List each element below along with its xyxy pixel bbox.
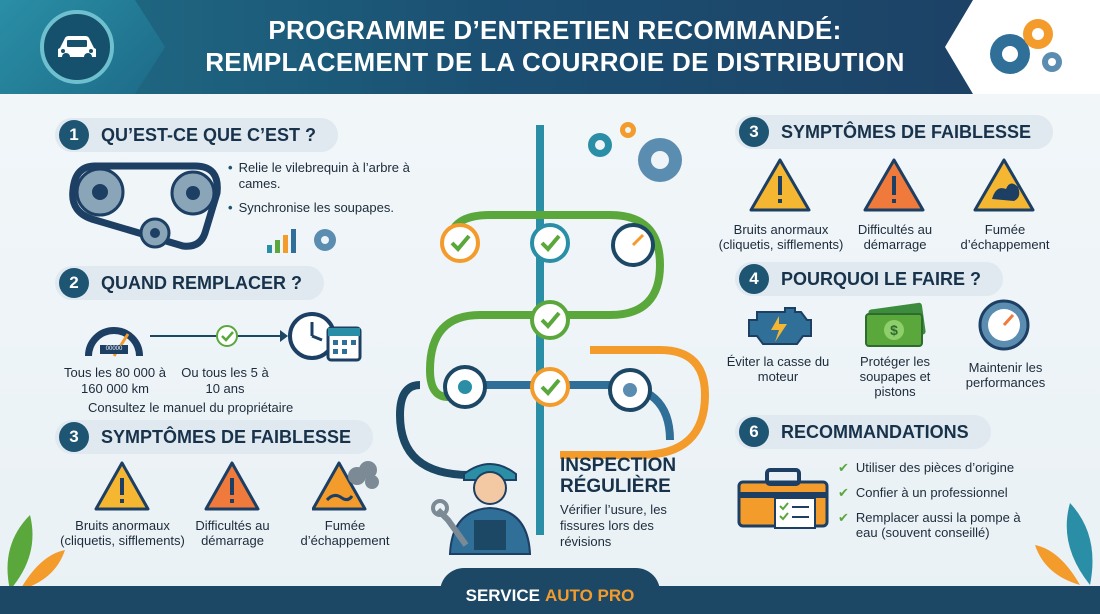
smoke-warning-icon (312, 461, 379, 511)
section-title: QUAND REMPLACER ? (101, 272, 302, 293)
list-item: ✔Utiliser des pièces d’origine (838, 460, 1015, 475)
page-title: PROGRAMME D’ENTRETIEN RECOMMANDÉ: REMPLA… (175, 14, 935, 78)
section-title: SYMPTÔMES DE FAIBLESSE (781, 121, 1032, 142)
section-title: QU’EST-CE QUE C’EST ? (101, 124, 317, 145)
km-interval: Tous les 80 000 à 160 000 km (64, 365, 166, 396)
leaf-decoration (1035, 503, 1093, 585)
benefit-label: Éviter la casse du moteur (726, 354, 830, 384)
section-title: RECOMMANDATIONS (781, 421, 969, 442)
gauge-icon (82, 312, 146, 365)
warning-icon (94, 461, 150, 511)
header-banner (0, 0, 1100, 94)
section-3-left-header: 3 SYMPTÔMES DE FAIBLESSE (55, 420, 374, 454)
section-title: SYMPTÔMES DE FAIBLESSE (101, 426, 352, 447)
section-2-header: 2 QUAND REMPLACER ? (55, 266, 324, 300)
roadmap-diagram (395, 122, 710, 535)
inspection-text: Vérifier l’usure, les fissures lors des … (560, 502, 667, 549)
svg-text:$: $ (890, 322, 898, 338)
section-number: 3 (59, 422, 89, 452)
list-item: •Relie le vilebrequin à l’arbre à cames. (228, 160, 410, 191)
title-line-2: REMPLACEMENT DE LA COURROIE DE DISTRIBUT… (205, 47, 905, 77)
engine-icon (748, 307, 812, 345)
benefit-label: Maintenir les performances (965, 360, 1046, 390)
gauge-label: 00000 (105, 346, 123, 352)
manual-note: Consultez le manuel du propriétaire (88, 400, 294, 415)
recommendations-list: ✔Utiliser des pièces d’origine ✔Confier … (838, 460, 1038, 550)
symptom-label: Difficultés au démarrage (195, 518, 270, 548)
gears-icon (980, 10, 1070, 87)
symptom-label: Fumée d’échappement (960, 222, 1050, 252)
benefit-label: Protéger les soupapes et pistons (859, 354, 931, 399)
symptom-label: Fumée d’échappement (300, 518, 390, 548)
list-item: •Synchronise les soupapes. (228, 200, 394, 215)
symptom-label: Bruits anormaux (cliquetis, sifflements) (718, 222, 844, 252)
calendar-icon (288, 312, 364, 369)
warning-icon (749, 158, 811, 212)
money-icon: $ (865, 302, 926, 347)
list-item: ✔Confier à un professionnel (838, 485, 1008, 500)
section-1-bullets: •Relie le vilebrequin à l’arbre à cames.… (228, 160, 428, 224)
warning-icon (204, 461, 260, 511)
list-item: ✔Remplacer aussi la pompe à eau (souvent… (838, 510, 1021, 540)
section-number: 4 (739, 264, 769, 294)
inspection-title: INSPECTION RÉGULIÈRE (560, 455, 677, 497)
section-number: 6 (739, 417, 769, 447)
leaf-decoration (7, 515, 65, 590)
smoke-warning-icon (973, 158, 1035, 212)
title-line-1: PROGRAMME D’ENTRETIEN RECOMMANDÉ: (268, 15, 842, 45)
timing-belt-icon (65, 158, 225, 258)
year-interval: Ou tous les 5 à 10 ans (181, 365, 269, 396)
section-6-header: 6 RECOMMANDATIONS (735, 415, 991, 449)
symptom-label: Difficultés au démarrage (857, 222, 933, 252)
symptom-label: Bruits anormaux (cliquetis, sifflements) (60, 518, 185, 548)
section-3-right-header: 3 SYMPTÔMES DE FAIBLESSE (735, 115, 1054, 149)
toolbox-icon (737, 468, 829, 529)
timeline-arrow (150, 325, 288, 347)
bar-chart-icon (267, 229, 336, 253)
performance-gauge-icon (978, 299, 1030, 351)
section-4-header: 4 POURQUOI LE FAIRE ? (735, 262, 1004, 296)
mechanic-icon (431, 463, 532, 555)
section-title: POURQUOI LE FAIRE ? (781, 268, 982, 289)
section-1-header: 1 QU’EST-CE QUE C’EST ? (55, 118, 339, 152)
section-number: 3 (739, 117, 769, 147)
car-icon (40, 10, 114, 84)
section-number: 1 (59, 120, 89, 150)
section-number: 2 (59, 268, 89, 298)
warning-icon (863, 158, 925, 212)
